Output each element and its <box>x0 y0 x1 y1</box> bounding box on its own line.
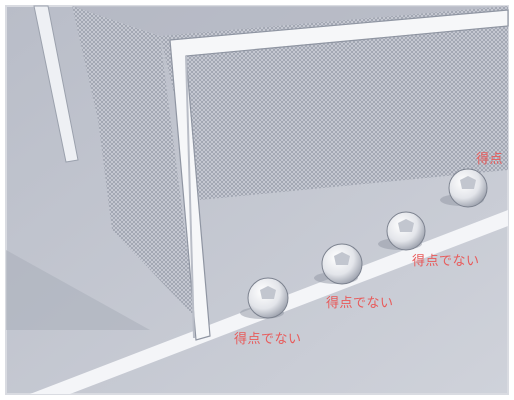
ball-no-goal-3 <box>240 277 289 319</box>
post-shading <box>185 55 195 339</box>
label-no-goal-1: 得点でない <box>412 254 480 269</box>
net-top <box>72 6 508 36</box>
ball-no-goal-1 <box>378 211 426 251</box>
label-no-goal-3: 得点でない <box>234 332 302 347</box>
back-post <box>33 5 79 163</box>
ball-goal <box>440 168 488 208</box>
label-no-goal-2: 得点でない <box>326 296 394 311</box>
net-side <box>72 6 196 318</box>
label-goal: 得点 <box>476 152 504 167</box>
net-back <box>160 6 508 200</box>
left-shadow <box>6 250 150 330</box>
ball-no-goal-2 <box>314 243 363 285</box>
